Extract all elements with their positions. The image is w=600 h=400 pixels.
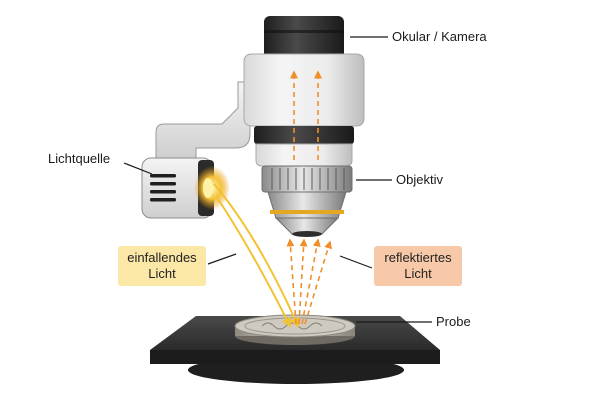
label-objective: Objektiv: [396, 172, 443, 187]
microscope-body: [243, 16, 365, 167]
incident-light-line1: einfallendes: [127, 250, 197, 265]
lamp-arm: [155, 81, 251, 159]
leader-lines: [123, 36, 432, 323]
reflected-rays-upper: [290, 70, 322, 160]
label-eyepiece: Okular / Kamera: [392, 29, 487, 44]
reflected-rays-lower: [286, 238, 332, 325]
reflected-light-line2: Licht: [404, 266, 432, 281]
sample-coin: [234, 314, 356, 345]
reflected-light-line1: reflektiertes: [384, 250, 452, 265]
incident-rays: [213, 183, 300, 328]
objective-ring: [270, 210, 344, 214]
objective-lens: [261, 165, 353, 237]
label-sample: Probe: [436, 314, 471, 329]
vent-slots-icon: [150, 174, 176, 202]
light-source: [141, 157, 230, 219]
label-light-source: Lichtquelle: [48, 151, 110, 166]
incident-light-box: einfallendes Licht: [118, 246, 206, 286]
reflected-light-box: reflektiertes Licht: [374, 246, 462, 286]
incident-light-line2: Licht: [148, 266, 176, 281]
